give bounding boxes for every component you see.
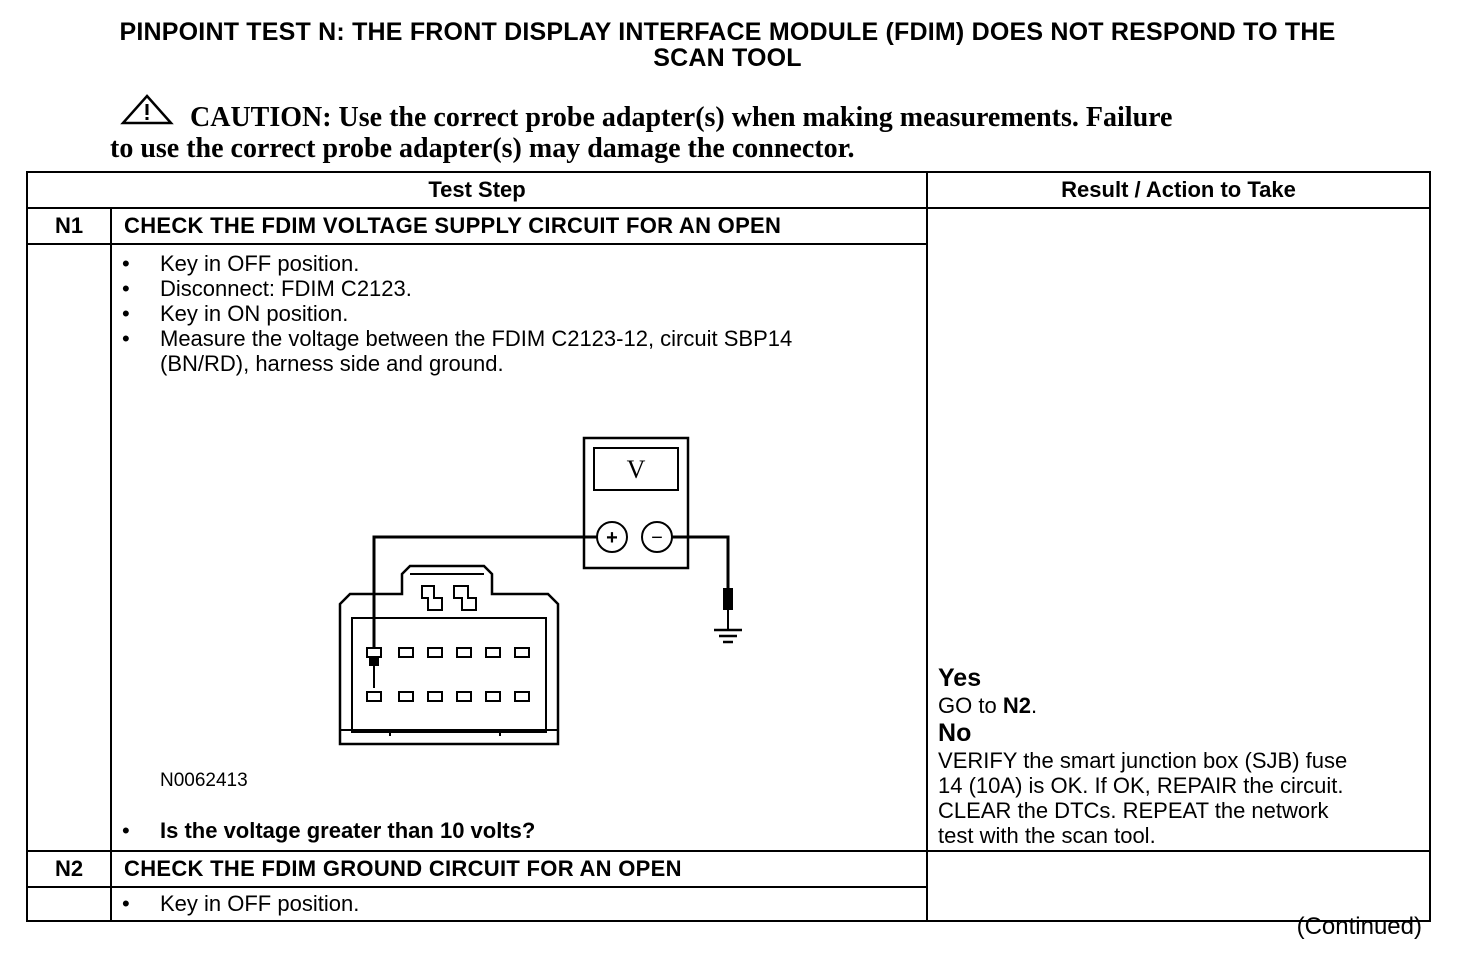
ground-icon — [714, 610, 742, 644]
voltmeter-symbol: V — [627, 455, 646, 484]
result-cell-n2 — [926, 850, 1432, 922]
negative-probe-tip — [723, 588, 733, 610]
plus-sign: + — [606, 527, 618, 549]
page-title-line2: SCAN TOOL — [653, 44, 802, 72]
caution-line1: CAUTION: Use the correct probe adapter(s… — [190, 102, 1173, 133]
connector-c2123 — [338, 564, 560, 746]
continued-label: (Continued) — [1296, 913, 1422, 940]
step-n1-body-row: Key in OFF position. Disconnect: FDIM C2… — [26, 243, 1430, 852]
positive-lead — [372, 535, 597, 652]
minus-sign: − — [651, 527, 663, 549]
result-block-n1: Yes GO to N2. No VERIFY the smart juncti… — [938, 663, 1418, 848]
result-header: Result / Action to Take — [926, 171, 1432, 209]
step-n1-question: Is the voltage greater than 10 volts? — [112, 818, 926, 850]
step-n2-body-row: Key in OFF position. — [26, 886, 1430, 922]
no-label: No — [938, 719, 972, 747]
bullet-item: Measure the voltage between the FDIM C21… — [112, 326, 926, 351]
connector-pins — [366, 647, 530, 702]
caution-line2: to use the correct probe adapter(s) may … — [110, 133, 855, 164]
step-n1-heading-row: N1 CHECK THE FDIM VOLTAGE SUPPLY CIRCUIT… — [26, 207, 1432, 852]
step-n2-bullets: Key in OFF position. — [112, 888, 926, 920]
step-id-n1: N1 — [26, 207, 112, 245]
no-action-line3: CLEAR the DTCs. REPEAT the network — [938, 798, 1329, 823]
figure-id: N0062413 — [160, 770, 248, 791]
bullet-item: Disconnect: FDIM C2123. — [112, 276, 926, 301]
no-action-line4: test with the scan tool. — [938, 823, 1156, 848]
step-n2-heading-row: N2 CHECK THE FDIM GROUND CIRCUIT FOR AN … — [26, 850, 1432, 922]
header-row: Test Step Result / Action to Take — [25, 171, 1432, 209]
step-heading-n1: CHECK THE FDIM VOLTAGE SUPPLY CIRCUIT FO… — [109, 207, 929, 245]
yes-text-end: . — [1030, 693, 1038, 718]
negative-lead — [672, 535, 730, 588]
step-body-n2: Key in OFF position. — [109, 886, 929, 922]
step-id-n2: N2 — [26, 850, 112, 888]
step-id-spacer — [26, 243, 112, 852]
step-body-n1: Key in OFF position. Disconnect: FDIM C2… — [109, 243, 929, 852]
bullet-item: Key in ON position. — [112, 301, 926, 326]
bullet-item: Key in OFF position. — [112, 891, 926, 916]
voltmeter-display — [593, 447, 679, 491]
warning-triangle-icon — [120, 94, 174, 125]
diagram-svg: V + − — [338, 436, 742, 746]
yes-text: GO to — [938, 693, 1003, 718]
no-action-line1: VERIFY the smart junction box (SJB) fuse — [938, 748, 1348, 773]
yes-label: Yes — [938, 664, 982, 692]
pinpoint-test-table: Test Step Result / Action to Take N1 CHE… — [25, 171, 1432, 922]
bullet-item: Key in OFF position. — [112, 251, 926, 276]
page-title-line1: PINPOINT TEST N: THE FRONT DISPLAY INTER… — [119, 18, 1336, 46]
yes-target-link[interactable]: N2 — [1002, 693, 1031, 718]
result-cell-n1: Yes GO to N2. No VERIFY the smart juncti… — [926, 207, 1432, 852]
test-step-header: Test Step — [25, 171, 929, 209]
step-heading-n2: CHECK THE FDIM GROUND CIRCUIT FOR AN OPE… — [109, 850, 929, 888]
no-action-line2: 14 (10A) is OK. If OK, REPAIR the circui… — [938, 773, 1344, 798]
voltmeter-connector-diagram: V + − — [112, 376, 926, 818]
bullet-continuation: (BN/RD), harness side and ground. — [160, 351, 504, 376]
step-id-spacer — [26, 886, 112, 922]
step-n1-bullets: Key in OFF position. Disconnect: FDIM C2… — [112, 245, 926, 376]
yes-action: GO to N2. — [938, 693, 1418, 718]
